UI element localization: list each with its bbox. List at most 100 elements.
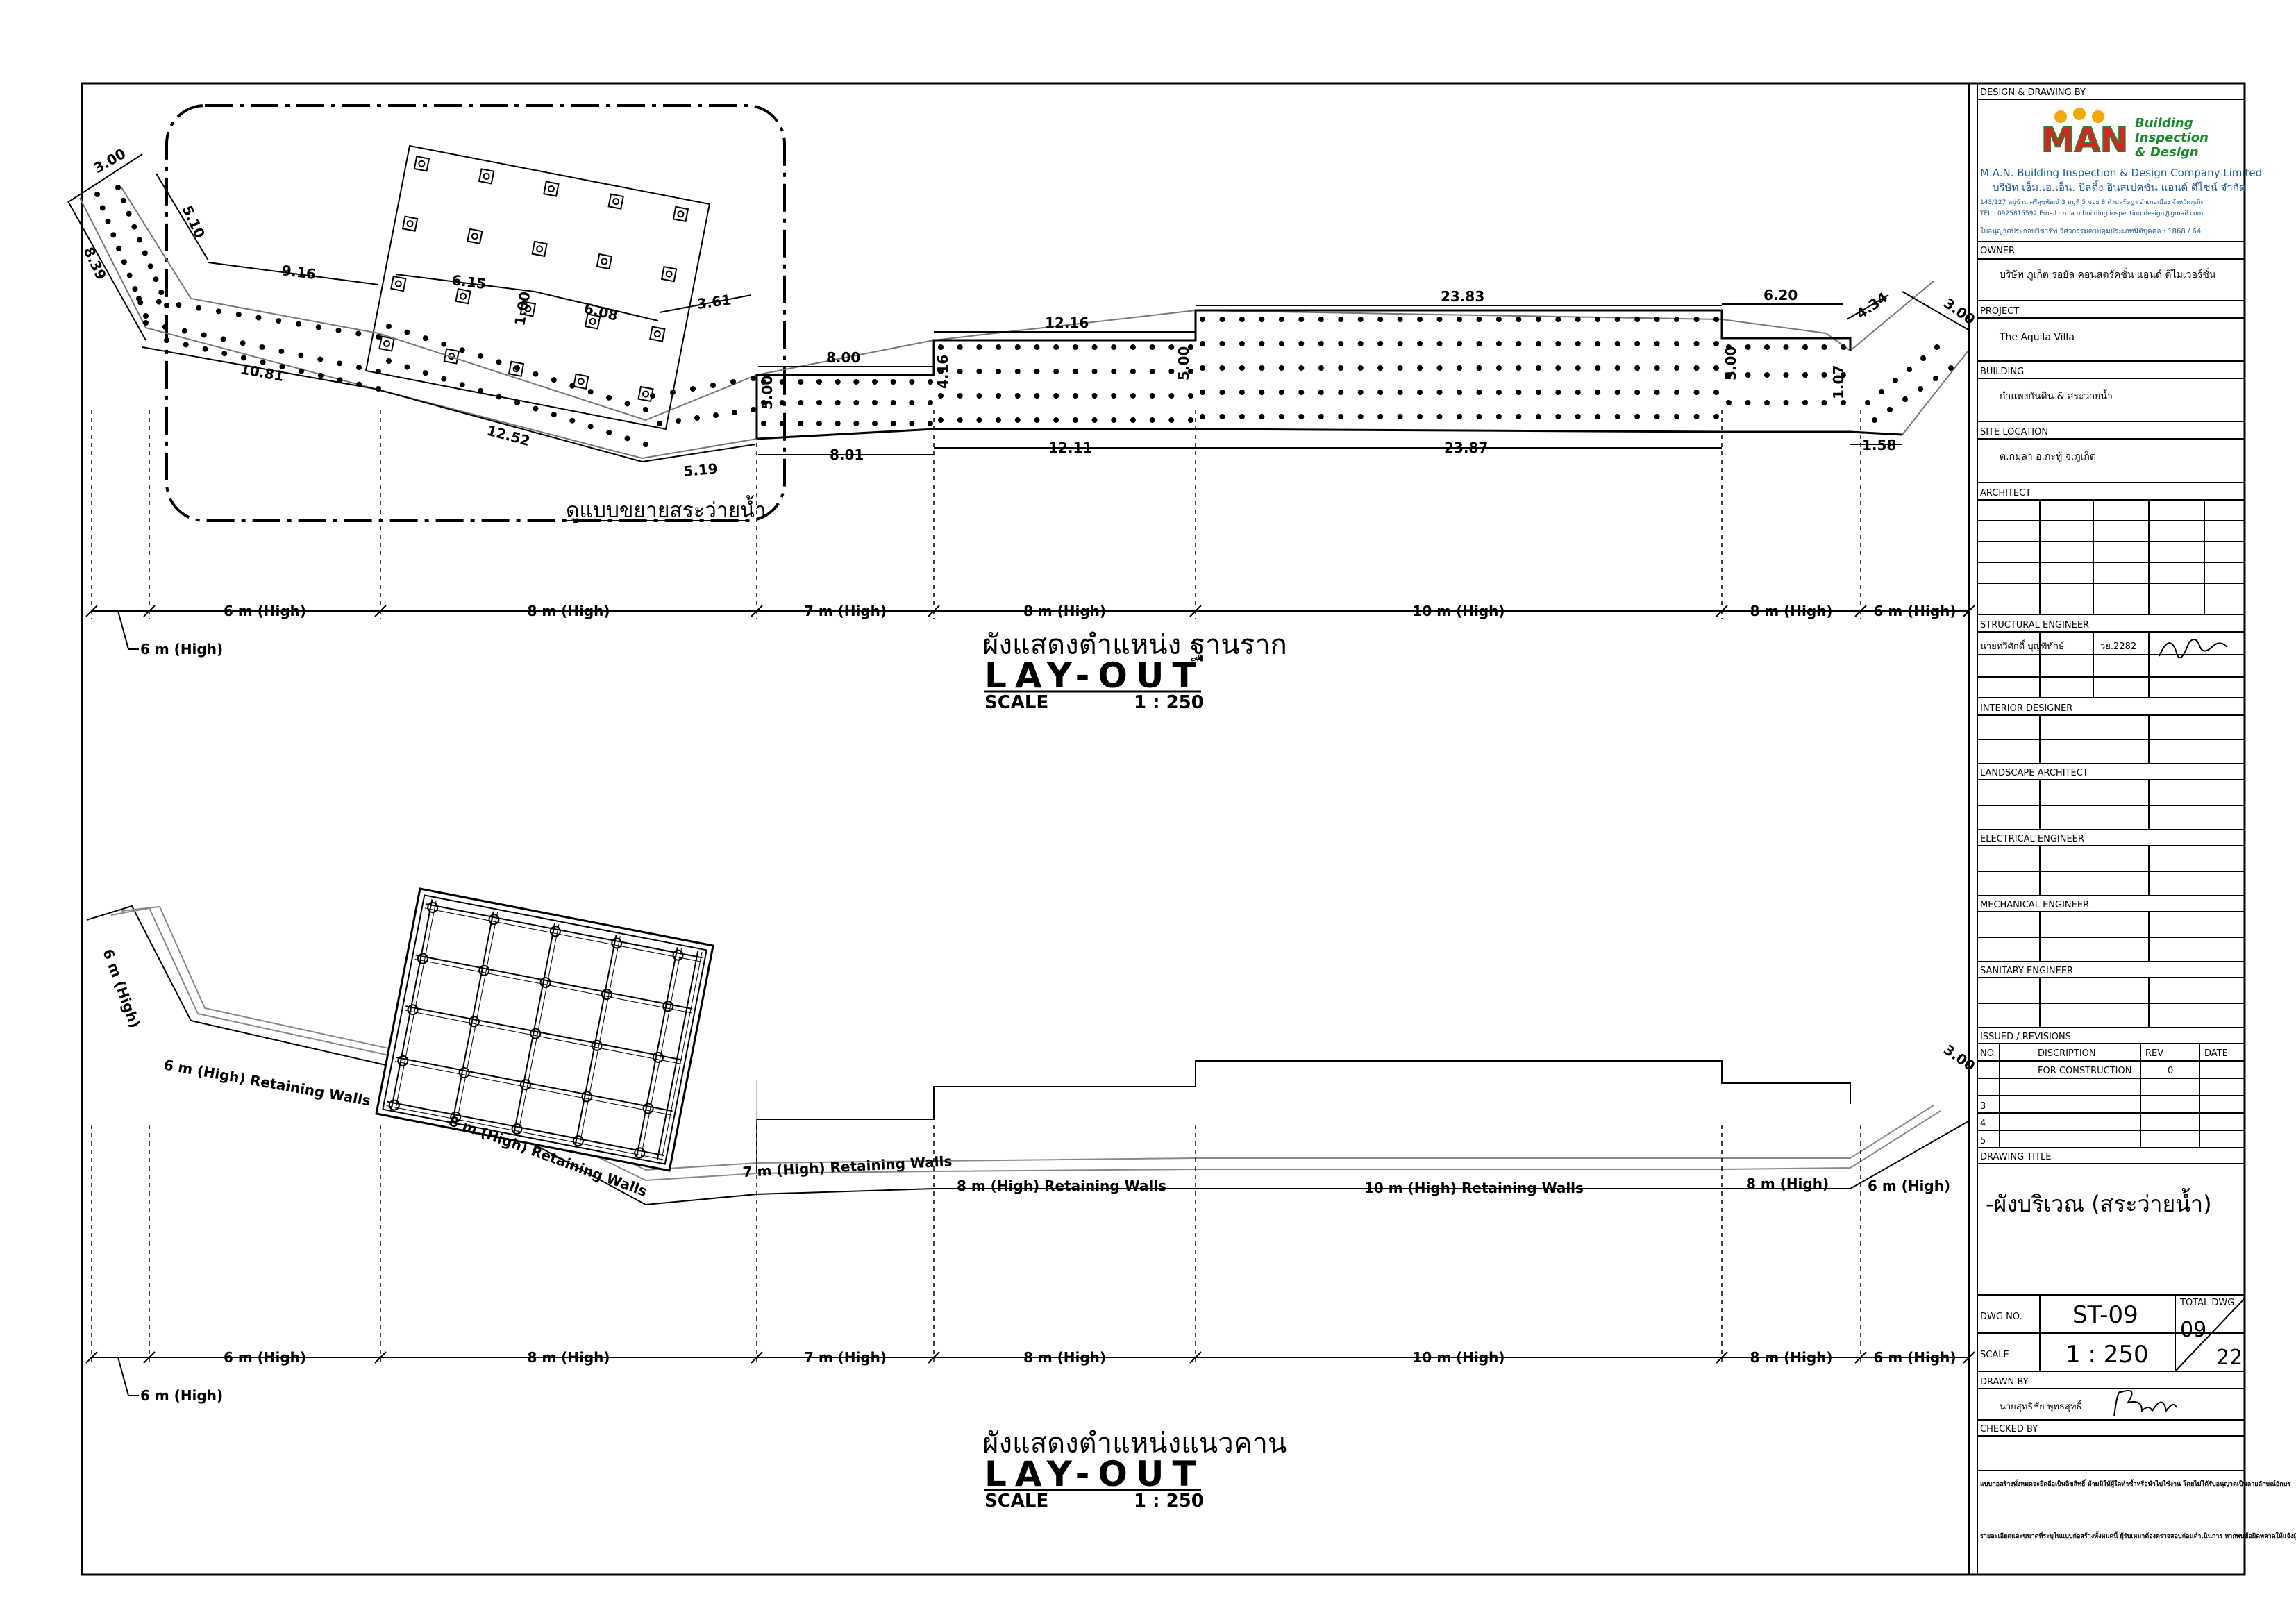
pile-dot — [1745, 372, 1751, 378]
pile-dot — [1417, 317, 1423, 322]
company-th: บริษัท เอ็ม.เอ.เอ็น. บิลดิ้ง อินสเปคชั่น… — [1993, 180, 2246, 194]
pile-dot — [761, 400, 766, 405]
pile-dot — [496, 394, 502, 400]
design-by-label: DESIGN & DRAWING BY — [1980, 87, 2086, 98]
pile-dot — [1239, 414, 1245, 419]
pile-dot — [730, 379, 736, 385]
column-marker — [642, 1103, 654, 1114]
dim-top-3: 9.16 — [280, 262, 317, 283]
pile-dot — [1745, 400, 1751, 405]
pile-dot — [1130, 369, 1136, 374]
pile-dot — [1595, 414, 1601, 419]
pile-dot — [976, 369, 982, 374]
pile-dot — [928, 421, 933, 426]
pile-dot — [1298, 365, 1305, 371]
pile-dot — [710, 383, 716, 388]
pile-dot — [1634, 365, 1641, 371]
pile-dot — [853, 421, 860, 426]
pile-dot — [1595, 390, 1601, 395]
pile-dot — [1654, 317, 1660, 322]
footing-marker — [455, 287, 471, 305]
pile-dot — [514, 365, 520, 371]
pile-dot — [1726, 344, 1732, 350]
pile-dot — [533, 371, 539, 377]
pile-dot — [1920, 355, 1926, 361]
pile-dot — [1693, 341, 1700, 346]
pile-dot — [1377, 414, 1384, 419]
pile-dot — [1783, 344, 1789, 350]
pile-dot — [147, 263, 153, 269]
pile-dot — [1783, 372, 1789, 378]
pile-dot — [1357, 341, 1364, 346]
pile-dot — [1298, 317, 1305, 322]
column-marker — [662, 1001, 674, 1012]
pile-dot — [751, 376, 756, 381]
dim-top-8: 8.00 — [826, 349, 860, 366]
pile-dot — [260, 359, 266, 365]
pile-dot — [1168, 417, 1175, 423]
footing-marker — [519, 301, 537, 317]
foundation-layout-plan: 3.00 5.10 8.39 9.16 6.15 1.00 6.08 3.61 … — [67, 104, 1978, 713]
pile-dot — [131, 224, 137, 230]
rev-row-1-desc: FOR CONSTRUCTION — [2038, 1066, 2131, 1076]
site-label: SITE LOCATION — [1980, 427, 2048, 437]
pile-dot — [853, 379, 860, 385]
pile-dot — [1495, 390, 1502, 395]
beam-line — [414, 958, 692, 1014]
footing-marker — [596, 253, 613, 270]
pile-dot — [1357, 390, 1364, 395]
pile-dot — [761, 379, 766, 385]
column-marker — [652, 1051, 664, 1063]
pile-dot — [1713, 341, 1719, 346]
pile-dot — [196, 305, 202, 311]
pile-dot — [1476, 365, 1482, 371]
pile-dot — [1821, 372, 1827, 378]
beam-line — [395, 1056, 673, 1112]
rev-header-no: NO. — [1980, 1048, 1997, 1059]
beam-line — [425, 903, 703, 959]
rev-header-date: DATE — [2204, 1048, 2228, 1059]
pile-dot — [976, 393, 982, 399]
footing-marker — [467, 228, 483, 245]
pile-dot — [1357, 414, 1364, 419]
pile-dot — [928, 400, 933, 405]
note-1: แบบก่อสร้างทั้งหมดจะยึดถือเป็นลิขสิทธิ์ … — [1980, 1479, 2291, 1488]
pile-dot — [1802, 400, 1808, 405]
bottom-title-en: LAY-OUT — [984, 1454, 1205, 1494]
pile-dot — [816, 421, 822, 426]
pile-dot — [587, 424, 594, 430]
pile-dot — [1149, 393, 1155, 399]
dim-top-4: 6.15 — [451, 271, 487, 292]
pile-dot — [315, 324, 321, 330]
wall-label-7: 6 m (High) — [1868, 1178, 1950, 1194]
pile-dot — [835, 421, 841, 426]
pile-dot — [1802, 372, 1808, 378]
pile-dot — [1436, 390, 1443, 395]
pile-dot — [201, 332, 207, 338]
beam-line — [456, 912, 498, 1121]
pile-dot — [459, 347, 465, 353]
pile-dot — [137, 299, 144, 305]
pile-dot — [183, 342, 189, 348]
dwg-no-value: ST-09 — [2072, 1301, 2138, 1329]
pile-dot — [1634, 414, 1641, 419]
pile-dot — [1417, 390, 1423, 395]
pile-dot — [1377, 365, 1384, 371]
footing-marker — [543, 181, 560, 197]
pile-dot — [1377, 341, 1384, 346]
pile-dot — [1377, 390, 1384, 395]
pile-dot — [551, 412, 557, 418]
pile-dot — [1111, 344, 1117, 350]
pile-dot — [1693, 414, 1700, 419]
pile-dot — [872, 421, 878, 426]
pile-dot — [1802, 344, 1808, 350]
footing-marker — [649, 326, 666, 342]
column-marker — [611, 937, 623, 949]
pile-dot — [657, 421, 662, 426]
pile-dot — [1219, 390, 1225, 395]
pile-dot — [276, 318, 282, 324]
column-marker — [407, 1004, 419, 1016]
pile-dot — [1318, 414, 1324, 419]
wall-label-5: 10 m (High) Retaining Walls — [1364, 1180, 1584, 1196]
